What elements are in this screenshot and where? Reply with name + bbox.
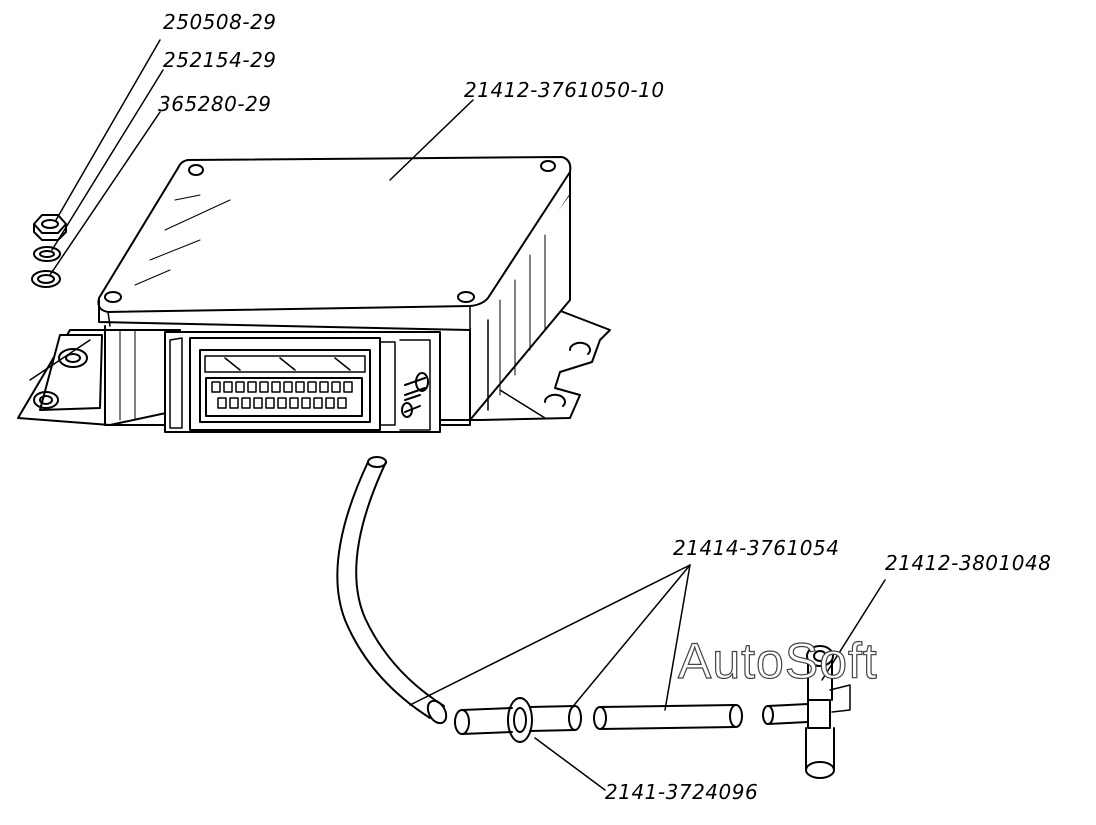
part-label-spring-washer: 252154-29	[163, 48, 277, 72]
part-label-hose: 21414-3761054	[673, 536, 840, 560]
curved-hose	[337, 457, 450, 726]
short-hose	[594, 705, 742, 729]
part-label-nut: 250508-29	[163, 10, 277, 34]
part-label-tee: 21412-3801048	[885, 551, 1052, 575]
part-label-fitting: 2141-3724096	[605, 780, 759, 804]
watermark-logo: AutoSoft	[677, 633, 878, 689]
hose-fitting	[455, 698, 581, 742]
leader-lines	[50, 40, 885, 790]
fasteners	[32, 215, 66, 287]
part-label-flat-washer: 365280-29	[158, 92, 272, 116]
controller-unit	[98, 157, 570, 432]
part-label-controller: 21412-3761050-10	[464, 78, 665, 102]
tee-fitting	[763, 646, 850, 778]
mounting-bracket	[18, 305, 610, 425]
